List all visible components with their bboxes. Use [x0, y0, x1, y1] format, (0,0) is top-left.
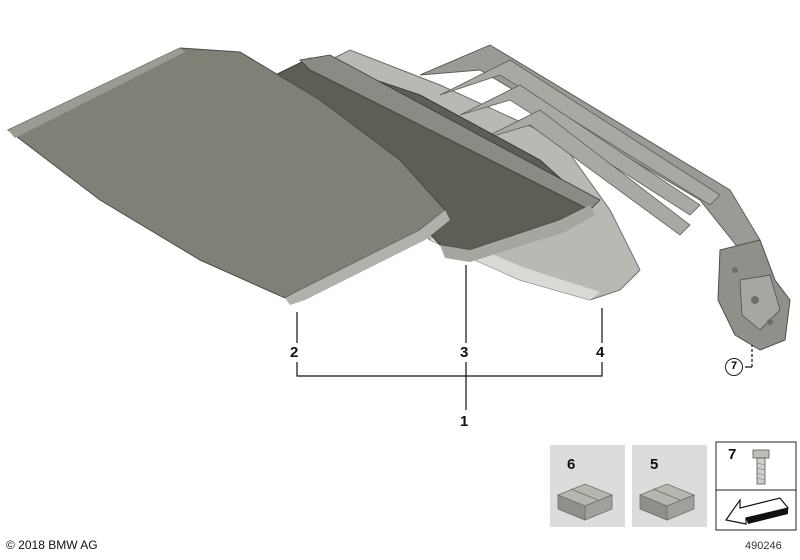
callout-5: 5 [650, 456, 659, 473]
leader-lines [296, 265, 753, 410]
callout-6: 6 [567, 456, 576, 473]
callout-1: 1 [460, 413, 469, 430]
document-number: 490246 [745, 540, 782, 552]
roof-panel-icon [7, 47, 450, 305]
fabric-top-icon [264, 54, 601, 262]
callout-7-circled: 7 [725, 358, 743, 376]
part-box-7 [715, 441, 797, 531]
callout-2: 2 [290, 344, 299, 361]
arrow-icon [724, 497, 790, 525]
part-box-6 [550, 445, 625, 527]
copyright-notice: © 2018 BMW AG [6, 538, 98, 552]
callout-3: 3 [460, 344, 469, 361]
part-box-5 [632, 445, 707, 527]
callout-4: 4 [596, 344, 605, 361]
callout-7: 7 [728, 446, 737, 463]
bolt-icon [752, 449, 770, 485]
